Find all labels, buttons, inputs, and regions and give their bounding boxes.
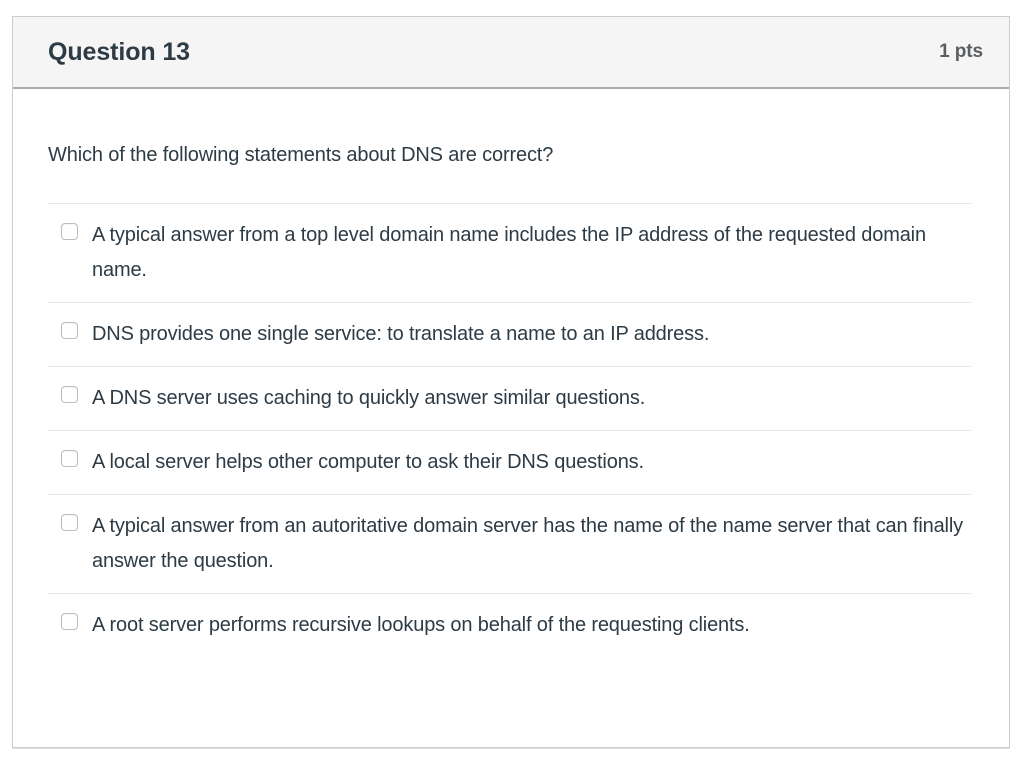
checkbox-icon[interactable] xyxy=(61,386,78,403)
question-points-badge: 1 pts xyxy=(939,41,983,62)
question-title: Question 13 xyxy=(48,37,190,66)
answer-label: A root server performs recursive lookups… xyxy=(92,614,750,636)
answer-option-2[interactable]: DNS provides one single service: to tran… xyxy=(48,303,971,367)
question-card: Question 13 1 pts Which of the following… xyxy=(12,16,1010,748)
answer-label: A typical answer from a top level domain… xyxy=(92,224,926,281)
answer-option-3[interactable]: A DNS server uses caching to quickly ans… xyxy=(48,367,971,431)
answer-label: A typical answer from an autoritative do… xyxy=(92,515,963,572)
checkbox-icon[interactable] xyxy=(61,613,78,630)
answer-option-5[interactable]: A typical answer from an autoritative do… xyxy=(48,495,971,594)
answer-option-6[interactable]: A root server performs recursive lookups… xyxy=(48,594,971,657)
answer-label: A local server helps other computer to a… xyxy=(92,451,644,473)
answer-label: DNS provides one single service: to tran… xyxy=(92,323,710,345)
answer-option-1[interactable]: A typical answer from a top level domain… xyxy=(48,204,971,303)
question-prompt: Which of the following statements about … xyxy=(48,144,554,166)
question-header: Question 13 1 pts xyxy=(13,17,1009,89)
answer-option-4[interactable]: A local server helps other computer to a… xyxy=(48,431,971,495)
checkbox-icon[interactable] xyxy=(61,450,78,467)
answer-list: A typical answer from a top level domain… xyxy=(48,203,971,657)
answer-label: A DNS server uses caching to quickly ans… xyxy=(92,387,646,409)
checkbox-icon[interactable] xyxy=(61,514,78,531)
checkbox-icon[interactable] xyxy=(61,322,78,339)
question-body: Which of the following statements about … xyxy=(13,89,1009,657)
checkbox-icon[interactable] xyxy=(61,223,78,240)
